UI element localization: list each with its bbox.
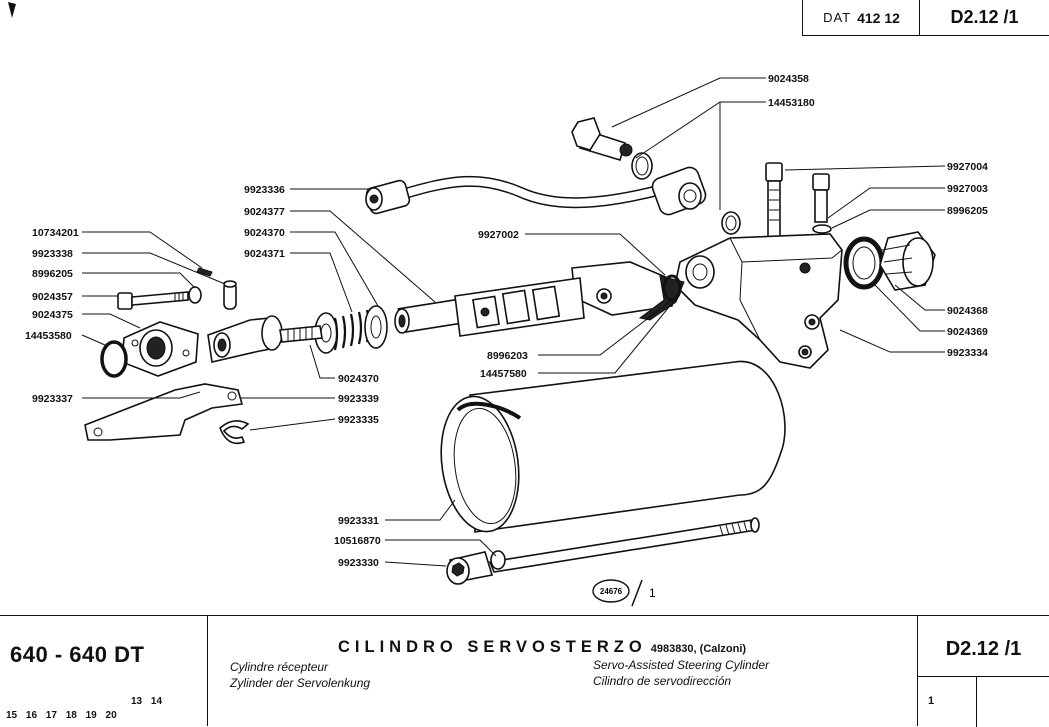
reference-code: D2.12 /1 [945, 638, 1022, 660]
steering-pipe [365, 166, 707, 216]
label-9024369: 9024369 [947, 326, 988, 338]
label-9923339: 9923339 [338, 393, 379, 405]
label-9923335: 9923335 [338, 414, 379, 426]
clevis-end [196, 267, 323, 363]
label-8996203: 8996203 [487, 350, 528, 362]
label-9024370-a: 9024370 [244, 227, 285, 239]
cylinder-tube [440, 360, 786, 533]
label-9024375: 9024375 [32, 309, 73, 321]
label-8996205-a: 8996205 [32, 268, 73, 280]
leader-lines [81, 77, 946, 567]
reference-number: 1 [928, 695, 935, 707]
label-9024358: 9024358 [768, 73, 809, 85]
label-9024377: 9024377 [244, 206, 285, 218]
label-9923337: 9923337 [32, 393, 73, 405]
label-9923334: 9923334 [947, 347, 988, 359]
title-spanish: Cilindro de servodirección [593, 674, 732, 688]
label-9024357: 9024357 [32, 291, 73, 303]
label-9923338: 9923338 [32, 248, 73, 260]
exploded-parts-diagram: 9024358 14453180 9923336 9024377 1073420… [8, 2, 988, 607]
title-english: Servo-Assisted Steering Cylinder [593, 658, 770, 672]
label-9927004: 9927004 [947, 161, 988, 173]
tie-rod [446, 517, 760, 585]
piston-rod [394, 277, 585, 337]
label-9024368: 9024368 [947, 305, 988, 317]
title-german: Zylinder der Servolenkung [230, 676, 371, 690]
reference-box: 1 [918, 676, 1049, 727]
model-numbers-top: 13 14 [131, 696, 163, 707]
reference-cell: D2.12 /1 1 [918, 616, 1049, 727]
dat-prefix: DAT [823, 10, 852, 25]
model-cell: 640 - 640 DT 13 14 15 16 17 18 19 20 [0, 616, 208, 726]
figure-ref-number: 24676 [600, 587, 623, 596]
header-dat-box: DAT 412 12 [802, 0, 920, 36]
spring-set [314, 305, 388, 354]
figure-sheet-number: 1 [649, 586, 656, 600]
label-9923336: 9923336 [244, 184, 285, 196]
label-9024370-b: 9024370 [338, 373, 379, 385]
label-9927002: 9927002 [478, 229, 519, 241]
label-9923330: 9923330 [338, 557, 379, 569]
title-block: 640 - 640 DT 13 14 15 16 17 18 19 20 CIL… [0, 615, 1049, 727]
dat-number: 412 12 [857, 9, 900, 26]
model-name: 640 - 640 DT [10, 642, 145, 667]
cylinder-head [674, 231, 936, 369]
label-8996205-b: 8996205 [947, 205, 988, 217]
label-10516870: 10516870 [334, 535, 381, 547]
label-14457580: 14457580 [480, 368, 527, 380]
label-9927003: 9927003 [947, 183, 988, 195]
label-14453180: 14453180 [768, 97, 815, 109]
part-labels: 9024358 14453180 9923336 9024377 1073420… [25, 73, 988, 569]
figure-reference: 24676 1 [592, 579, 656, 607]
reference-divider [976, 677, 977, 727]
header-sheet-code: D2.12 /1 [919, 0, 1049, 36]
main-title-text: CILINDRO SERVOSTERZO [338, 638, 647, 656]
label-9024371: 9024371 [244, 248, 285, 260]
flange-plate [100, 321, 199, 378]
label-14453580: 14453580 [25, 330, 72, 342]
label-9923331: 9923331 [338, 515, 379, 527]
long-bolt [117, 286, 202, 310]
cap-screws [765, 162, 832, 240]
label-10734201: 10734201 [32, 227, 79, 239]
model-numbers-bottom: 15 16 17 18 19 20 [6, 710, 117, 721]
valve-block [571, 261, 685, 321]
title-code-note: 4983830, (Calzoni) [650, 643, 747, 655]
speck [8, 2, 16, 18]
banjo-bolt [571, 117, 741, 235]
steering-lever [84, 383, 250, 445]
title-french: Cylindre récepteur [230, 660, 329, 674]
